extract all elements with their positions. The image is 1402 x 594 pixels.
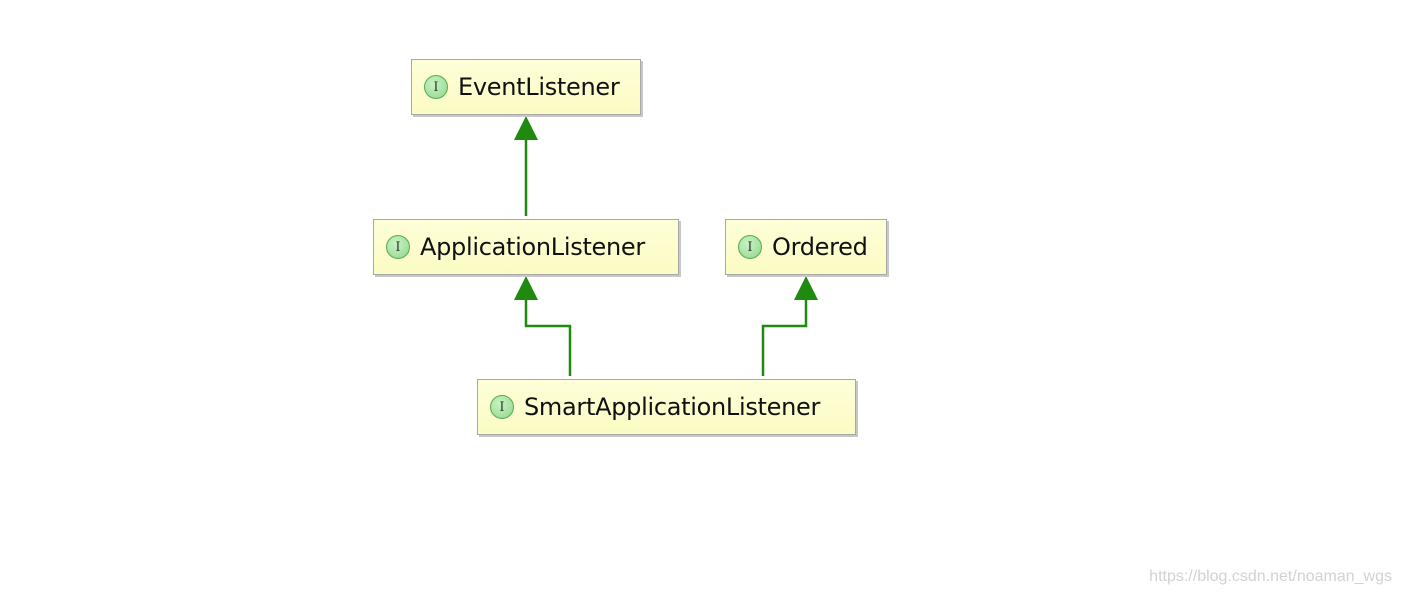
node-label: EventListener — [458, 73, 620, 101]
node-smartapplicationlistener[interactable]: I SmartApplicationListener — [477, 379, 856, 435]
node-label: ApplicationListener — [420, 233, 645, 261]
interface-icon: I — [490, 395, 514, 419]
node-eventlistener[interactable]: I EventListener — [411, 59, 641, 115]
arrowhead — [514, 276, 538, 300]
edge-smartapplicationlistener-to-ordered — [761, 276, 818, 376]
edge-smartapplicationlistener-to-applicationlistener — [514, 276, 572, 376]
watermark: https://blog.csdn.net/noaman_wgs — [1149, 568, 1392, 585]
interface-icon: I — [386, 235, 410, 259]
arrowhead — [514, 116, 538, 140]
arrowhead — [794, 276, 818, 300]
interface-icon: I — [738, 235, 762, 259]
node-label: SmartApplicationListener — [524, 393, 821, 421]
node-label: Ordered — [772, 233, 868, 261]
node-ordered[interactable]: I Ordered — [725, 219, 887, 275]
edge-line — [761, 298, 808, 376]
edge-applicationlistener-to-eventlistener — [514, 116, 538, 216]
edge-line — [524, 298, 572, 376]
node-applicationlistener[interactable]: I ApplicationListener — [373, 219, 679, 275]
interface-icon: I — [424, 75, 448, 99]
